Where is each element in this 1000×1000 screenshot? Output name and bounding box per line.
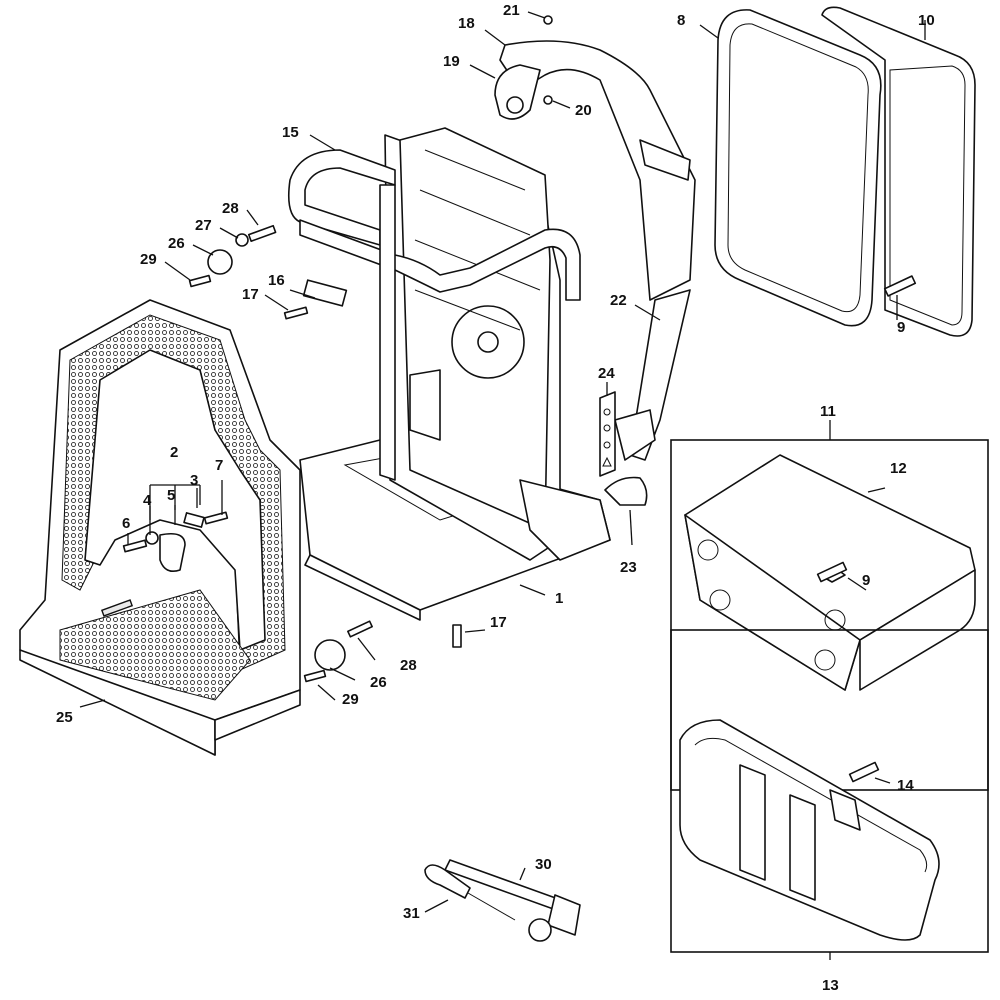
callout-9b: 9: [862, 572, 870, 589]
callout-5: 5: [167, 487, 175, 504]
callout-17a: 17: [242, 286, 259, 303]
callout-16: 16: [268, 272, 285, 289]
leader-lines: [79, 11, 926, 960]
fastener-set: [122, 15, 917, 783]
callout-25: 25: [56, 709, 73, 726]
callout-8: 8: [677, 12, 685, 29]
warning-label-part: [599, 391, 616, 477]
callout-10: 10: [918, 12, 935, 29]
back-guard-part: [19, 299, 301, 756]
callout-22: 22: [610, 292, 627, 309]
callout-28b: 28: [400, 657, 417, 674]
callout-18: 18: [458, 15, 475, 32]
callout-28a: 28: [222, 200, 239, 217]
callout-labels: 1 2 3 4 5 6 7 8 9 9 10 11 12 13 14 15 16…: [56, 2, 935, 994]
callout-26b: 26: [370, 674, 387, 691]
main-frame-part: [299, 127, 611, 621]
back-pad-8-part: [714, 9, 882, 327]
back-pad-10-part: [821, 6, 976, 337]
callout-21: 21: [503, 2, 520, 19]
callout-13: 13: [822, 977, 839, 994]
callout-3: 3: [190, 472, 198, 489]
callout-20: 20: [575, 102, 592, 119]
callout-23: 23: [620, 559, 637, 576]
callout-29b: 29: [342, 691, 359, 708]
callout-19: 19: [443, 53, 460, 70]
screwdriver-part: [424, 864, 516, 921]
callout-29a: 29: [140, 251, 157, 268]
combination-wrench-part: [444, 859, 581, 942]
callout-4: 4: [143, 492, 152, 509]
harness-strap-part: [494, 40, 696, 506]
callout-24: 24: [598, 365, 615, 382]
callout-30: 30: [535, 856, 552, 873]
callout-12: 12: [890, 460, 907, 477]
callout-2: 2: [170, 444, 178, 461]
callout-31: 31: [403, 905, 420, 922]
callout-9a: 9: [897, 319, 905, 336]
callout-14: 14: [897, 777, 914, 794]
callout-27: 27: [195, 217, 212, 234]
callout-17b: 17: [490, 614, 507, 631]
handle-tube-part: [287, 149, 581, 481]
callout-11: 11: [820, 403, 836, 420]
callout-7: 7: [215, 457, 223, 474]
callout-15: 15: [282, 124, 299, 141]
callout-1: 1: [555, 590, 563, 607]
callout-6: 6: [122, 515, 130, 532]
callout-26a: 26: [168, 235, 185, 252]
